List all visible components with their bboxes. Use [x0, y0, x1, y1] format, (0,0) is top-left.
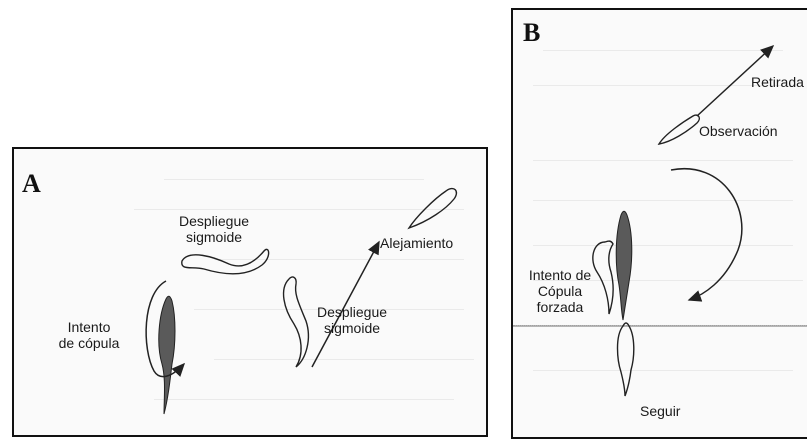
label-retirada: Retirada: [751, 74, 804, 90]
observation-loop: [659, 115, 699, 144]
label-despliegue-sigmoide-1: Despliegue sigmoide: [164, 213, 264, 245]
label-despliegue-sigmoide-2: Despliegue sigmoide: [302, 304, 402, 336]
seguir-shape: [618, 323, 634, 396]
label-intento-de-copula-forzada: Intento de Cópula forzada: [521, 267, 599, 315]
female-shape: [616, 211, 632, 320]
panel-a: A Despliegue sigmoide Despliegue sigmoid…: [12, 147, 488, 437]
panel-a-diagram: [14, 149, 488, 437]
label-seguir: Seguir: [640, 403, 680, 419]
label-observacion: Observación: [699, 123, 778, 139]
tadpole-shape: [409, 189, 456, 228]
panel-b: B Retirada Observación Intento de Cópula…: [511, 8, 807, 439]
label-intento-de-copula: Intento de cópula: [44, 319, 134, 351]
label-alejamiento: Alejamiento: [380, 235, 453, 251]
sigmoid-shape-top: [182, 249, 269, 273]
curved-approach-arrow: [671, 169, 742, 300]
female-shape: [159, 296, 175, 414]
